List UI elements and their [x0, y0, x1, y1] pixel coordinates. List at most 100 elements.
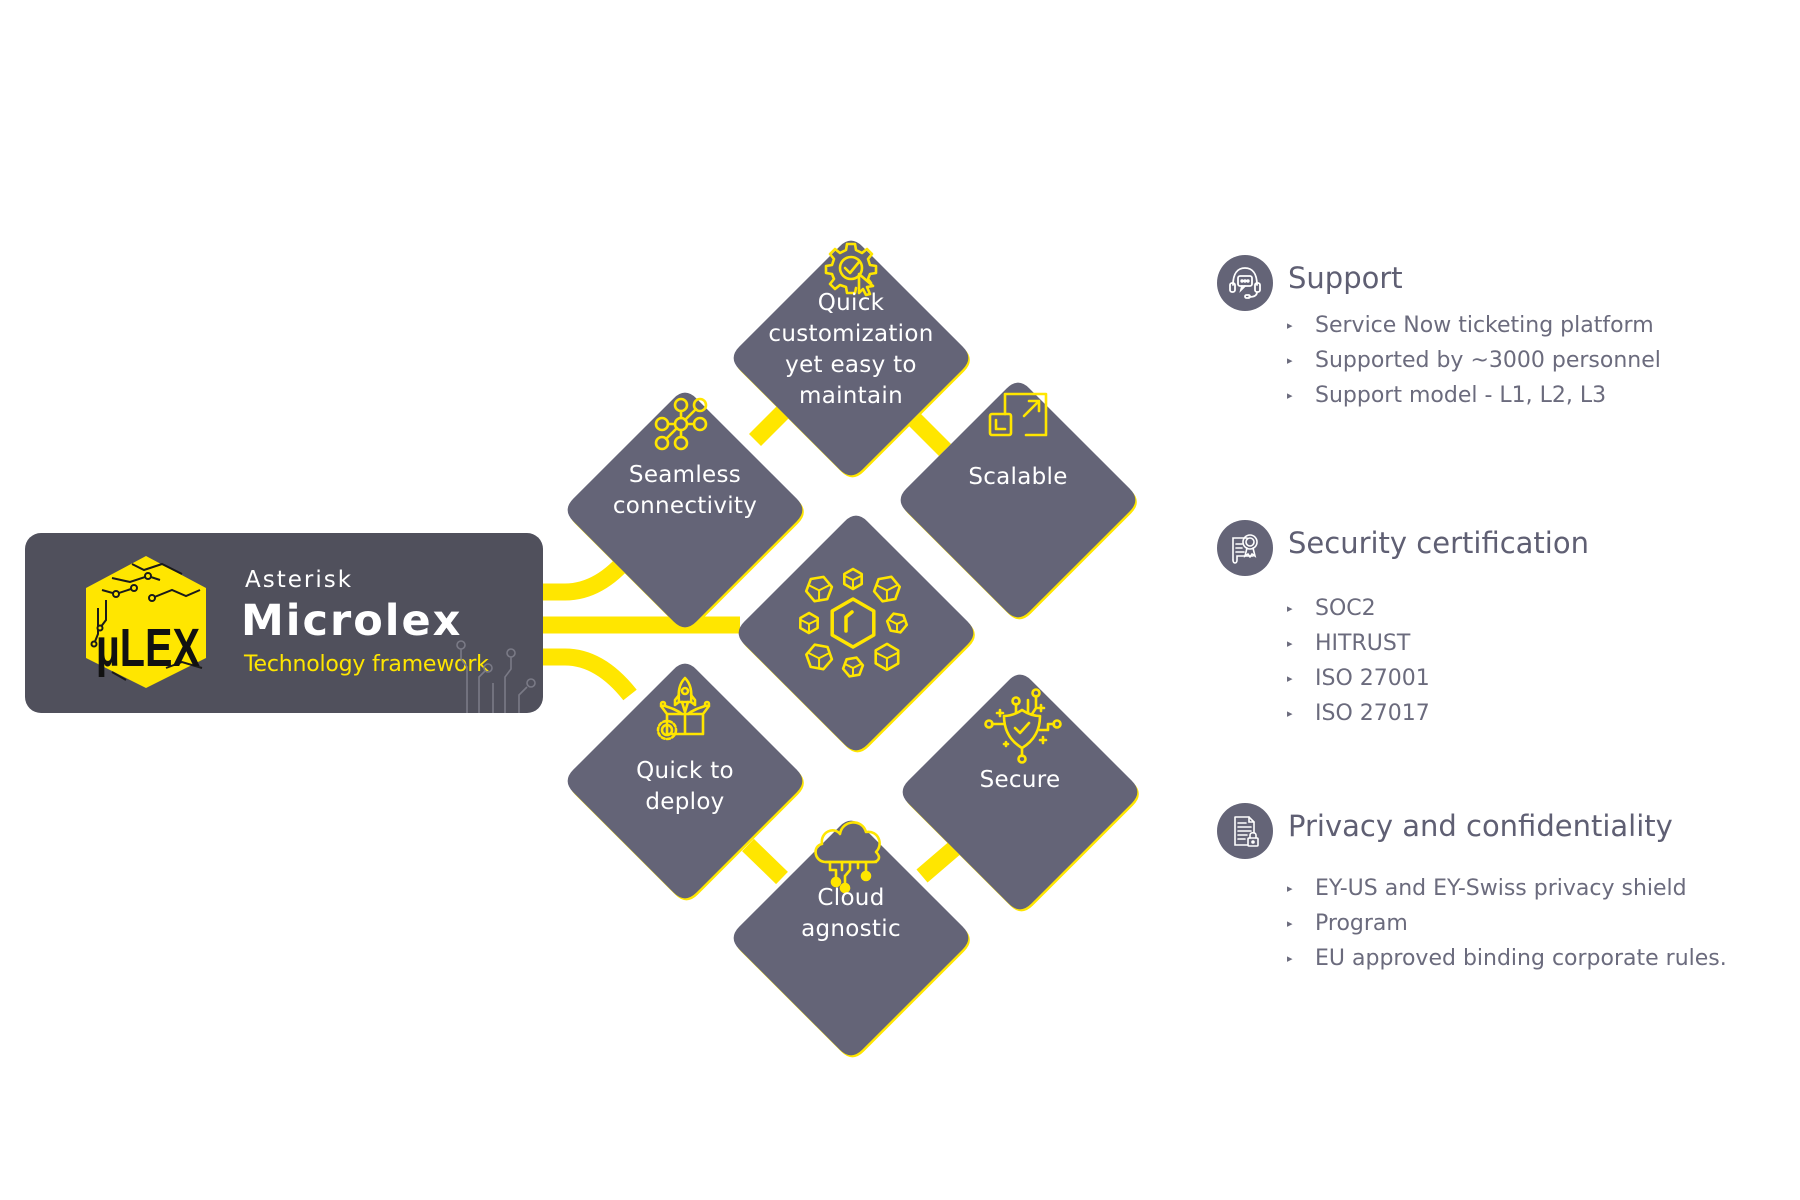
- rocket-box-icon: [656, 676, 711, 741]
- bullet-arrow-icon: ▸: [1287, 672, 1293, 685]
- list-item-text: Program: [1315, 911, 1408, 936]
- company-name: Asterisk: [245, 567, 354, 593]
- module-hexagon-edge: [844, 575, 862, 589]
- section-bullet-list: ▸ SOC2 ▸ HITRUST ▸ ISO 27001 ▸ ISO 27017: [1287, 591, 1430, 731]
- list-item-text: SOC2: [1315, 596, 1376, 621]
- section-bullet-list: ▸ Service Now ticketing platform ▸ Supporte…: [1287, 308, 1661, 413]
- tile-label-line: Seamless: [628, 462, 742, 488]
- section-bullet-list: ▸ EY-US and EY-Swiss privacy shield ▸ Progr…: [1287, 871, 1727, 976]
- feature-diamonds: [567, 240, 1139, 1058]
- tile-label-line: customization: [768, 321, 934, 347]
- tile-label-seamless-connectivity: Seamless connectivity: [613, 460, 757, 522]
- section-title: Privacy and confidentiality: [1288, 809, 1673, 843]
- shield-check-circuit-icon: [984, 688, 1062, 764]
- ulex-cube-logo-icon: µLEX: [86, 556, 206, 688]
- list-item-text: HITRUST: [1315, 631, 1411, 656]
- tile-label-secure: Secure: [980, 765, 1061, 796]
- list-item: ▸ SOC2: [1287, 591, 1430, 626]
- module-hexagon-edge: [800, 619, 818, 633]
- bullet-arrow-icon: ▸: [1287, 952, 1293, 965]
- microlex-logo-panel: µLEX Asterisk Microlex Technology framew…: [25, 533, 543, 713]
- section-title: Support: [1288, 261, 1403, 295]
- module-hexagon-edge: [844, 663, 862, 677]
- module-hexagon: [872, 575, 902, 603]
- document-lock-icon: [1217, 803, 1273, 859]
- list-item-text: Supported by ~3000 personnel: [1315, 348, 1661, 373]
- bullet-arrow-icon: ▸: [1287, 882, 1293, 895]
- list-item: ▸ EU approved binding corporate rules.: [1287, 941, 1727, 976]
- tile-label-quick-customization: Quick customization yet easy to maintain: [768, 288, 933, 412]
- feature-icons: [654, 242, 1062, 894]
- tile-label-line: Quick to: [636, 758, 734, 784]
- connector-seamless-to-customization: [748, 403, 792, 447]
- headset-chat-icon: [1217, 255, 1273, 311]
- connector-deploy-to-cloud: [742, 838, 788, 885]
- tile-label-scalable: Scalable: [968, 462, 1067, 493]
- list-item: ▸Support model - L1, L2, L3: [1287, 378, 1661, 413]
- module-hexagon: [841, 656, 865, 678]
- tile-quick-to-deploy: [567, 663, 803, 899]
- network-nodes-icon: [654, 397, 708, 451]
- tile-label-line: deploy: [645, 789, 725, 815]
- bullet-arrow-icon: ▸: [1287, 917, 1293, 930]
- tile-label-cloud-agnostic: Cloud agnostic: [801, 883, 901, 945]
- list-item: ▸ Service Now ticketing platform: [1287, 308, 1661, 343]
- tile-label-line: yet easy to: [785, 352, 917, 378]
- list-item-text: Service Now ticketing platform: [1315, 313, 1654, 338]
- list-item-text: ISO 27017: [1315, 701, 1430, 726]
- tile-core: [738, 515, 974, 751]
- list-item-text: ISO 27001: [1315, 666, 1430, 691]
- circuit-decoration-icon: [456, 640, 536, 713]
- product-name: Microlex: [241, 596, 463, 646]
- tile-label-line: agnostic: [801, 916, 901, 942]
- core-hexagon: [830, 597, 876, 649]
- list-item: ▸ Supported by ~3000 personnel: [1287, 343, 1661, 378]
- module-hexagon: [874, 642, 900, 672]
- certificate-badge-icon: [1217, 520, 1273, 576]
- module-hexagon: [843, 567, 863, 591]
- module-hexagon: [804, 575, 834, 603]
- section-title: Security certification: [1288, 526, 1589, 560]
- module-hexagon: [804, 643, 834, 671]
- module-hexagon-edge: [875, 652, 899, 670]
- list-item: ▸ HITRUST: [1287, 626, 1430, 661]
- module-hexagon-edge: [888, 619, 906, 633]
- list-item-text: EU approved binding corporate rules.: [1315, 946, 1727, 971]
- connector-secure-to-cloud: [916, 839, 963, 883]
- product-tagline: Technology framework: [244, 652, 489, 677]
- tile-label-line: Cloud: [817, 885, 885, 911]
- tile-scalable: [900, 382, 1136, 618]
- hexagon-modules-icon: [798, 567, 909, 678]
- bullet-arrow-icon: ▸: [1287, 602, 1293, 615]
- bullet-arrow-icon: ▸: [1287, 707, 1293, 720]
- tile-label-line: maintain: [799, 383, 903, 409]
- tile-secure: [902, 674, 1138, 910]
- tile-label-line: connectivity: [612, 493, 758, 519]
- list-item: ▸ ISO 27001: [1287, 661, 1430, 696]
- module-hexagon-edge: [875, 584, 899, 602]
- list-item-text: EY-US and EY-Swiss privacy shield: [1315, 876, 1687, 901]
- bullet-arrow-icon: ▸: [1287, 637, 1293, 650]
- list-item: ▸ EY-US and EY-Swiss privacy shield: [1287, 871, 1727, 906]
- tile-label-line: Quick: [817, 290, 885, 316]
- tile-quick-customization: [733, 240, 969, 476]
- bullet-arrow-icon: ▸: [1287, 389, 1293, 402]
- bullet-arrow-icon: ▸: [1287, 319, 1293, 332]
- list-item: ▸ Program: [1287, 906, 1727, 941]
- list-item: ▸ ISO 27017: [1287, 696, 1430, 731]
- module-hexagon: [885, 612, 909, 634]
- resize-expand-icon: [988, 392, 1048, 437]
- tile-label-line: Scalable: [968, 464, 1068, 490]
- bullet-arrow-icon: ▸: [1287, 354, 1293, 367]
- tile-seamless-connectivity: [567, 392, 803, 628]
- tile-cloud-agnostic: [733, 820, 969, 1056]
- connector-customization-to-scalable: [903, 408, 952, 457]
- logo-monogram: µLEX: [96, 618, 200, 678]
- core-hexagon-mark: [844, 610, 854, 633]
- cloud-circuit-icon: [814, 821, 881, 894]
- module-hexagon-edge: [807, 584, 831, 602]
- tile-label-line: Secure: [979, 767, 1061, 793]
- module-hexagon: [798, 611, 820, 635]
